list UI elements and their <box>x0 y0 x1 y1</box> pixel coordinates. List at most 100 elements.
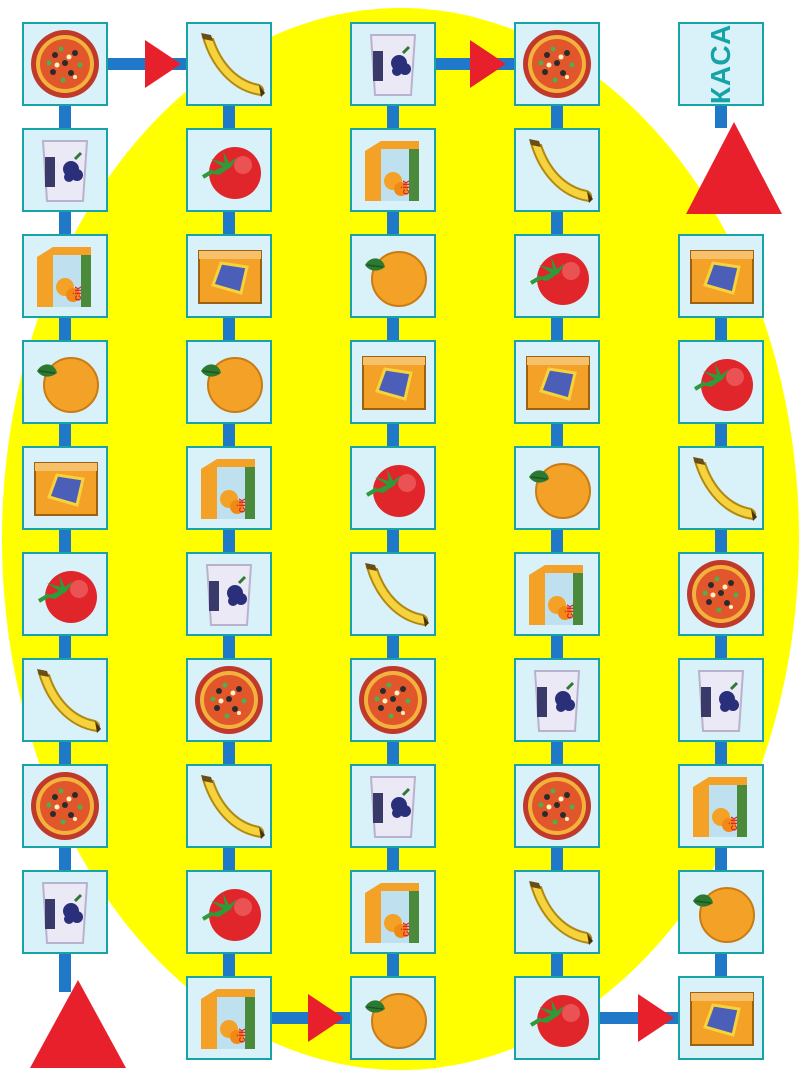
board-tile[interactable] <box>186 870 272 954</box>
board-tile[interactable] <box>22 764 108 848</box>
board-tile[interactable] <box>186 552 272 636</box>
board-tile[interactable] <box>22 340 108 424</box>
path-connector <box>551 528 563 554</box>
board-tile[interactable] <box>514 658 600 742</box>
pizza-icon <box>25 25 105 103</box>
path-connector <box>551 952 563 978</box>
board-tile[interactable] <box>678 870 764 954</box>
banana-icon <box>353 555 433 633</box>
board-tile[interactable] <box>350 976 436 1060</box>
svg-text:сік: сік <box>236 1028 248 1043</box>
banana-icon <box>517 873 597 951</box>
checkout-tile[interactable]: КАСА <box>678 22 764 106</box>
board-tile[interactable] <box>186 658 272 742</box>
path-connector <box>387 210 399 236</box>
start-arrow-icon <box>30 980 126 1068</box>
board-tile[interactable]: сік <box>350 128 436 212</box>
board-tile[interactable]: сік <box>350 870 436 954</box>
board-tile[interactable] <box>22 22 108 106</box>
pizza-icon <box>25 767 105 845</box>
yogurt-icon <box>25 873 105 951</box>
board-tile[interactable] <box>186 234 272 318</box>
board-tile[interactable] <box>678 446 764 530</box>
board-tile[interactable]: сік <box>22 234 108 318</box>
yogurt-icon <box>517 661 597 739</box>
tomato-icon <box>517 237 597 315</box>
path-connector <box>59 210 71 236</box>
juice-icon: сік <box>353 131 433 209</box>
board-tile[interactable] <box>350 446 436 530</box>
board-tile[interactable] <box>514 234 600 318</box>
board-tile[interactable] <box>186 340 272 424</box>
path-connector <box>387 422 399 448</box>
board-tile[interactable]: сік <box>514 552 600 636</box>
yogurt-icon <box>353 25 433 103</box>
board-tile[interactable] <box>350 764 436 848</box>
tomato-icon <box>353 449 433 527</box>
path-connector <box>223 740 235 766</box>
board-tile[interactable] <box>22 128 108 212</box>
board-tile[interactable]: сік <box>186 976 272 1060</box>
right-arrow-icon <box>638 994 674 1042</box>
path-connector <box>223 104 235 130</box>
board-tile[interactable] <box>350 658 436 742</box>
board-tile[interactable] <box>514 22 600 106</box>
board-tile[interactable] <box>22 552 108 636</box>
board-tile[interactable] <box>678 234 764 318</box>
board-tile[interactable] <box>678 552 764 636</box>
path-connector <box>223 210 235 236</box>
path-connector <box>551 846 563 872</box>
board-tile[interactable] <box>678 658 764 742</box>
board-tile[interactable] <box>678 976 764 1060</box>
orange-icon <box>353 237 433 315</box>
path-connector <box>387 952 399 978</box>
banana-icon <box>189 25 269 103</box>
path-connector <box>59 634 71 660</box>
board-tile[interactable] <box>514 976 600 1060</box>
board-tile[interactable] <box>514 870 600 954</box>
path-connector <box>715 634 727 660</box>
path-connector <box>715 316 727 342</box>
board-tile[interactable] <box>22 870 108 954</box>
path-connector <box>387 316 399 342</box>
board-tile[interactable] <box>186 764 272 848</box>
board-tile[interactable]: сік <box>678 764 764 848</box>
juice-icon: сік <box>25 237 105 315</box>
tomato-icon <box>681 343 761 421</box>
board-tile[interactable] <box>350 552 436 636</box>
board-tile[interactable] <box>22 658 108 742</box>
board-tile[interactable] <box>350 234 436 318</box>
juice-icon: сік <box>189 979 269 1057</box>
board-tile[interactable] <box>514 128 600 212</box>
cereal-box-icon <box>25 449 105 527</box>
tomato-icon <box>189 131 269 209</box>
banana-icon <box>189 767 269 845</box>
board-tile[interactable] <box>678 340 764 424</box>
path-connector <box>387 740 399 766</box>
path-connector <box>551 104 563 130</box>
pizza-icon <box>517 25 597 103</box>
orange-icon <box>189 343 269 421</box>
board-tile[interactable] <box>514 340 600 424</box>
board-tile[interactable] <box>350 340 436 424</box>
path-connector <box>715 422 727 448</box>
juice-icon: сік <box>517 555 597 633</box>
board-tile[interactable] <box>186 22 272 106</box>
path-connector <box>551 740 563 766</box>
path-connector <box>551 422 563 448</box>
pizza-icon <box>517 767 597 845</box>
board-tile[interactable] <box>186 128 272 212</box>
path-connector <box>387 528 399 554</box>
board-tile[interactable] <box>514 446 600 530</box>
right-arrow-icon <box>145 40 181 88</box>
path-connector <box>551 210 563 236</box>
board-tile[interactable]: сік <box>186 446 272 530</box>
board-tile[interactable] <box>514 764 600 848</box>
cereal-box-icon <box>681 237 761 315</box>
path-connector <box>223 952 235 978</box>
board-tile[interactable] <box>22 446 108 530</box>
board-tile[interactable] <box>350 22 436 106</box>
finish-arrow-icon <box>686 122 782 214</box>
yogurt-icon <box>189 555 269 633</box>
